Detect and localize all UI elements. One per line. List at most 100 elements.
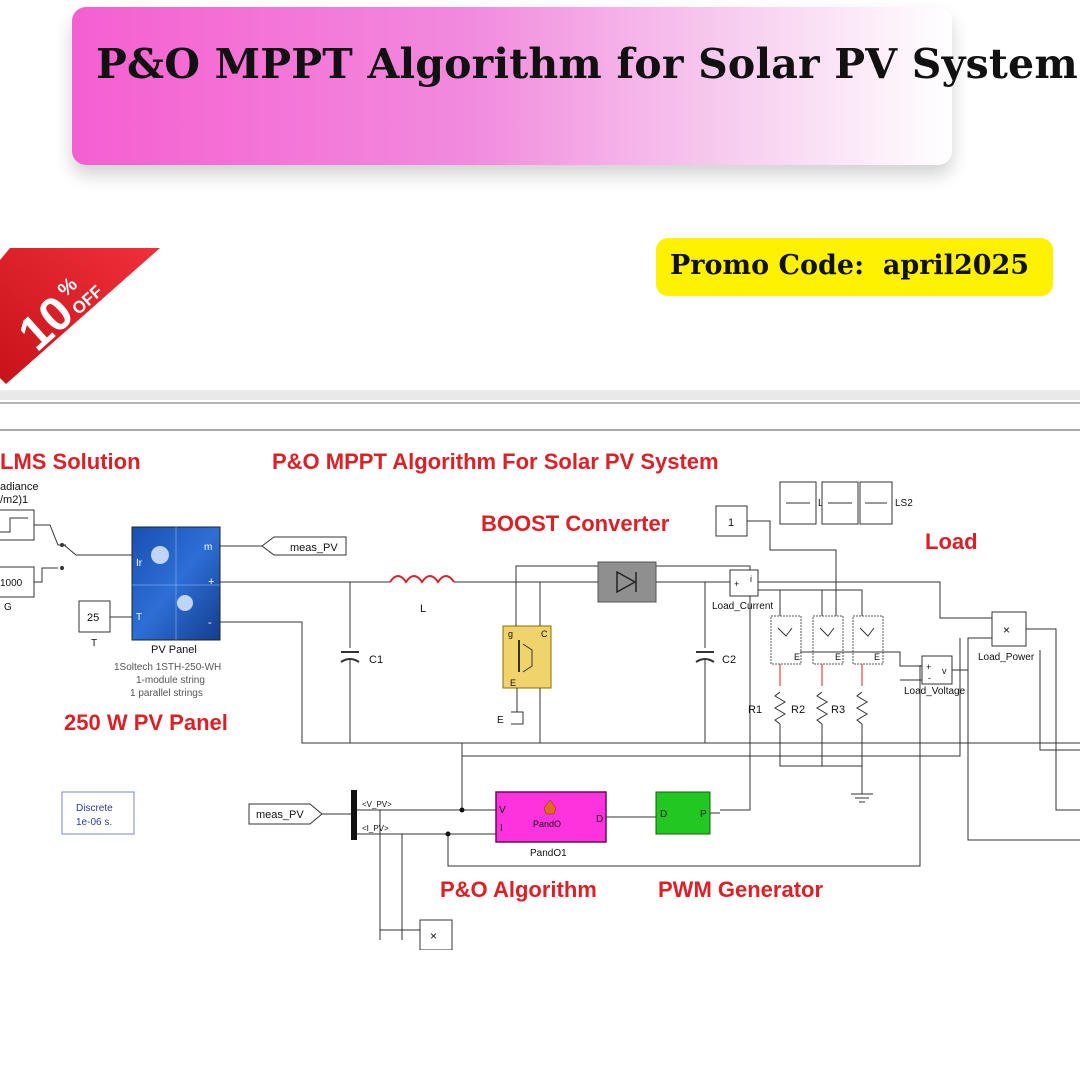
breaker-3[interactable] <box>852 615 884 665</box>
meas-pv-from-tag[interactable] <box>248 803 323 825</box>
junction-v <box>459 807 465 813</box>
t-value: 25 <box>87 612 99 624</box>
powergui-line-2: 1e-06 s. <box>76 817 112 828</box>
pando-inner-name: PandO <box>533 819 561 829</box>
c2-plate-bottom[interactable] <box>695 658 715 663</box>
pando-matlab-function[interactable] <box>495 791 607 843</box>
wire-to-switch-2 <box>780 589 823 616</box>
breaker-2-symbol <box>819 627 835 637</box>
constant-one-value: 1 <box>728 517 734 529</box>
ground-e-symbol <box>511 711 524 725</box>
igbt-symbol <box>522 643 533 673</box>
load-voltage-label: Load_Voltage <box>904 686 966 697</box>
discount-badge: 10 % OFF <box>0 248 160 384</box>
canvas-toolbar-strip <box>0 390 1080 400</box>
breaker-1[interactable] <box>770 615 802 665</box>
ls-label: L <box>818 498 824 509</box>
load-voltage-plus: + <box>926 662 931 672</box>
irradiance-wire-a <box>34 524 66 546</box>
bottom-product-symbol: × <box>430 929 437 943</box>
inductor-l[interactable] <box>389 575 455 584</box>
r3-label: R3 <box>831 704 845 716</box>
wire-voltage-out <box>967 670 1080 841</box>
boost-converter-heading: BOOST Converter <box>481 511 670 536</box>
load-current-sensor[interactable] <box>729 569 759 597</box>
load-current-plus: + <box>734 579 739 589</box>
pv-port-t: T <box>136 612 142 623</box>
product-symbol: × <box>1003 623 1010 637</box>
wire-load-current <box>758 581 992 619</box>
load-voltage-v: v <box>942 666 947 676</box>
bottom-product-block[interactable] <box>419 919 453 950</box>
breaker-2[interactable] <box>812 615 844 665</box>
pv-panel-heading: 250 W PV Panel <box>64 710 228 735</box>
breaker-2-e: E <box>835 652 841 662</box>
pv-desc-1: 1Soltech 1STH-250-WH <box>114 662 221 673</box>
wire-i-route <box>447 665 921 867</box>
simulink-diagram: LMS Solution P&O MPPT Algorithm For Sola… <box>0 390 1080 950</box>
bus-signal-i: <I_PV> <box>362 824 389 833</box>
diagram-title: P&O MPPT Algorithm For Solar PV System <box>272 449 719 474</box>
load-current-label: Load_Current <box>712 601 773 612</box>
meas-pv-goto-tag[interactable] <box>261 536 347 556</box>
pv-glare-2 <box>177 595 193 611</box>
igbt-diode-block[interactable] <box>502 625 552 689</box>
breaker-3-e: E <box>874 652 880 662</box>
ground-e-label: E <box>497 715 504 726</box>
c1-label: C1 <box>369 654 383 666</box>
algorithm-heading: P&O Algorithm <box>440 877 597 902</box>
resistor-r2[interactable] <box>816 691 828 725</box>
meas-pv-from-label: meas_PV <box>256 809 304 821</box>
bus-signal-v: <V_PV> <box>362 800 392 809</box>
wire-constant-to-switches <box>747 520 837 616</box>
pv-port-plus: + <box>208 576 214 588</box>
diode-block[interactable] <box>597 561 657 603</box>
t-label: T <box>91 638 97 649</box>
constant-one-block[interactable] <box>715 505 748 537</box>
pv-panel-label: PV Panel <box>151 644 197 656</box>
load-voltage-minus: - <box>928 673 931 683</box>
pv-desc-2: 1-module string <box>136 675 205 686</box>
bus-selector[interactable] <box>351 790 357 840</box>
resistor-r3[interactable] <box>856 691 868 725</box>
pwm-port-d: D <box>660 809 667 820</box>
wire-to-switch-3 <box>822 589 863 616</box>
diode-triangle <box>616 570 637 594</box>
pando-port-d: D <box>596 814 603 825</box>
powergui-block[interactable] <box>61 791 135 835</box>
wire-voltage-plus <box>800 651 922 667</box>
wire-feedback-route <box>461 638 961 810</box>
temperature-constant-block[interactable] <box>78 600 111 633</box>
promo-box <box>656 238 1053 296</box>
irradiance-signal-block[interactable] <box>0 509 35 541</box>
c1-plate-bottom[interactable] <box>340 658 360 663</box>
signal-builder-icon <box>0 517 28 533</box>
title-banner <box>72 7 952 165</box>
c2-label: C2 <box>722 654 736 666</box>
load-power-product[interactable] <box>991 611 1027 647</box>
matlab-logo-icon <box>543 799 557 815</box>
load-return-wire <box>779 724 862 767</box>
ls2-label: LS2 <box>895 498 913 509</box>
irradiance-constant-block[interactable] <box>0 566 35 598</box>
r1-label: R1 <box>748 704 762 716</box>
pando-port-v: V <box>499 805 506 816</box>
pv-desc-3: 1 parallel strings <box>130 688 203 699</box>
pv-port-minus: - <box>208 617 212 629</box>
pwm-heading: PWM Generator <box>658 877 823 902</box>
wire-gate-signal <box>515 565 751 811</box>
irradiance-label-1: adiance <box>0 481 39 493</box>
banner-title: P&O MPPT Algorithm for Solar PV System <box>96 40 1078 88</box>
g-value: 1000 <box>0 578 23 589</box>
wire-extra-out <box>1039 650 1080 751</box>
resistor-r1[interactable] <box>774 691 786 725</box>
load-power-label: Load_Power <box>978 652 1035 663</box>
pv-glare-1 <box>151 546 169 564</box>
r2-label: R2 <box>791 704 805 716</box>
switch-contact-b <box>60 566 64 570</box>
meas-pv-goto-label: meas_PV <box>290 542 338 554</box>
manual-switch[interactable] <box>63 544 77 556</box>
irradiance-wire-b <box>34 567 58 583</box>
inductor-label: L <box>420 603 426 615</box>
rail-negative <box>220 621 1080 744</box>
